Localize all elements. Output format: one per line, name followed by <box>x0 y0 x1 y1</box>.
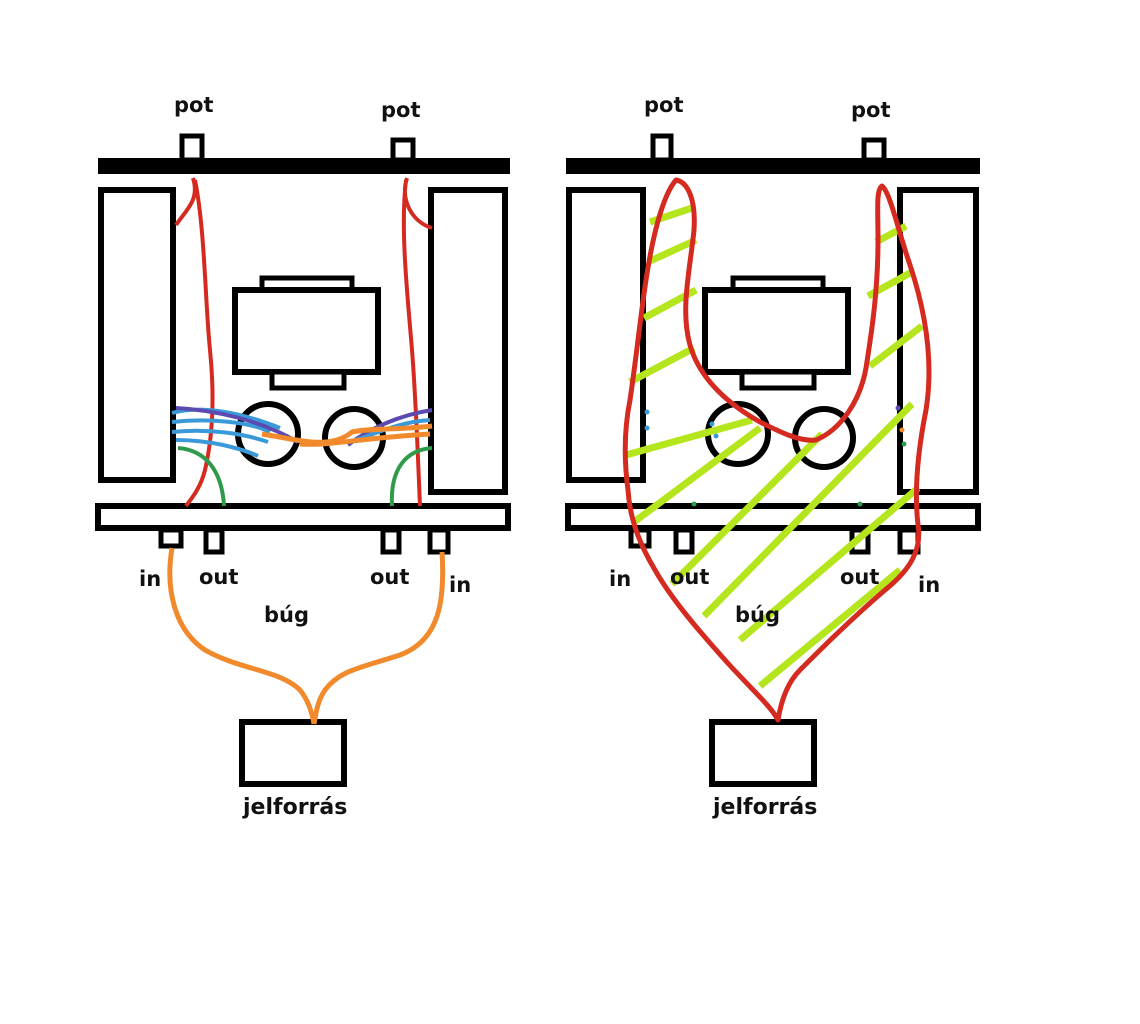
green-wire <box>177 446 226 507</box>
out-label: out <box>670 565 709 589</box>
wire-dot <box>691 501 697 507</box>
pot-label: pot <box>644 93 684 117</box>
hum-loop <box>622 177 932 723</box>
side-block-right <box>897 187 979 495</box>
in-label: in <box>918 573 940 597</box>
wire-dot <box>644 425 650 431</box>
jack-in-right <box>427 527 451 555</box>
in-label: in <box>139 567 161 591</box>
jack-out-left <box>673 527 695 555</box>
left-panel: pot pot in out out in búg jelforrás <box>95 93 511 820</box>
signal-source-label: jelforrás <box>242 795 347 820</box>
transformer-body <box>232 287 381 375</box>
signal-source-box <box>709 719 817 787</box>
side-block-right <box>428 187 508 495</box>
top-plate <box>98 158 510 174</box>
purple-wire <box>175 406 300 444</box>
pot-shaft <box>861 137 887 163</box>
transformer-body <box>702 287 851 375</box>
side-block-left <box>98 187 176 483</box>
side-block-left <box>566 187 646 483</box>
orange-wire <box>261 423 433 447</box>
out-label: out <box>370 565 409 589</box>
hum-label: búg <box>735 603 780 627</box>
right-panel: pot pot in out out in búg jelforrás <box>565 93 981 820</box>
jack-out-left <box>203 527 225 555</box>
out-label: out <box>840 565 879 589</box>
pot-label: pot <box>851 98 891 122</box>
wire-dot <box>899 427 905 433</box>
wire-dot <box>895 405 901 411</box>
signal-source-label: jelforrás <box>712 795 817 820</box>
input-cable <box>311 551 446 725</box>
pot-label: pot <box>174 93 214 117</box>
green-wire <box>389 446 433 507</box>
red-wire <box>401 177 433 507</box>
transformer-bottom <box>739 369 817 391</box>
out-label: out <box>199 565 238 589</box>
pot-shaft <box>650 133 674 163</box>
transformer-bottom <box>269 369 347 391</box>
in-label: in <box>609 567 631 591</box>
pot-shaft <box>179 133 205 163</box>
jack-in-left <box>158 527 184 549</box>
pot-shaft <box>390 137 416 163</box>
wire-dot <box>713 433 719 439</box>
top-plate <box>566 158 980 174</box>
wire-dot <box>644 409 650 415</box>
wire-dot <box>709 421 715 427</box>
signal-source-box <box>239 719 347 787</box>
hum-label: búg <box>264 603 309 627</box>
wire-dot <box>901 441 907 447</box>
blue-wire <box>171 407 281 458</box>
pot-label: pot <box>381 98 421 122</box>
hum-area-hatching <box>625 204 925 689</box>
wire-dot <box>857 501 863 507</box>
in-label: in <box>449 573 471 597</box>
input-cable <box>167 547 317 725</box>
jack-out-right <box>380 527 402 555</box>
bottom-plate <box>95 503 511 531</box>
red-wire <box>174 177 215 508</box>
